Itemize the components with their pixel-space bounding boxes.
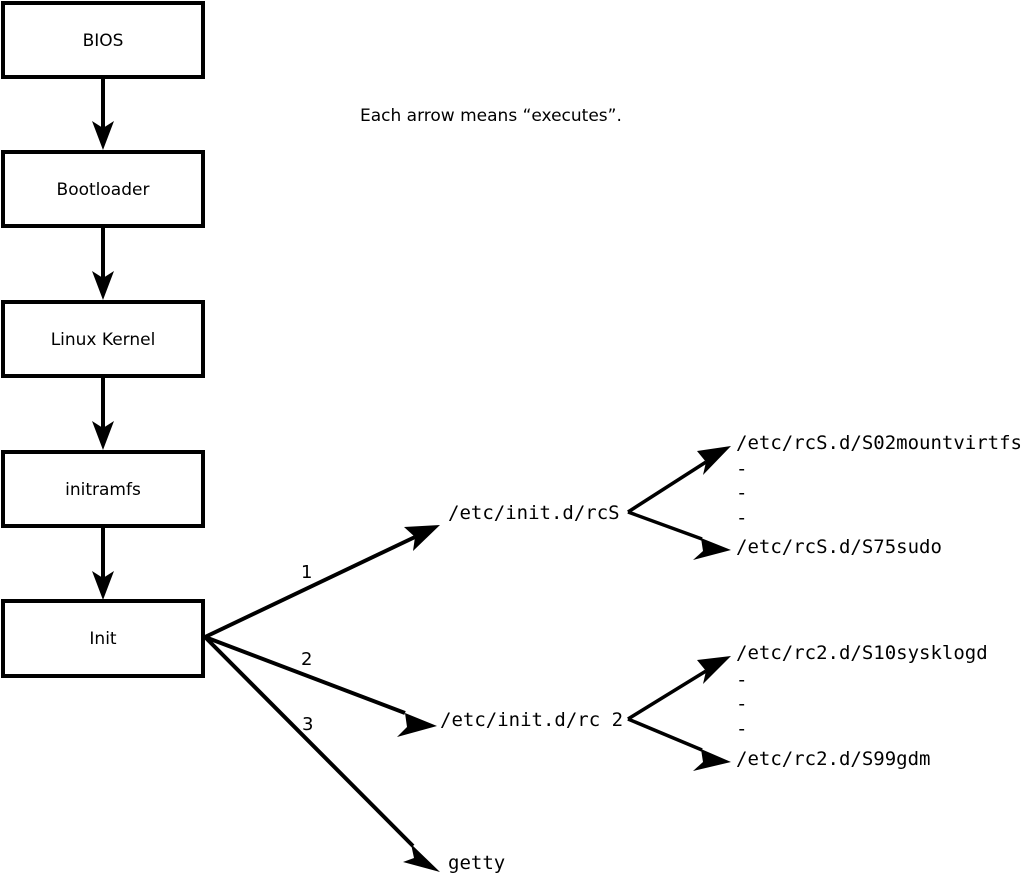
rc2-ellipsis-3: - bbox=[736, 718, 747, 740]
branch-target-getty: getty bbox=[448, 852, 505, 874]
initramfs-label: initramfs bbox=[65, 480, 141, 500]
rc2-ellipsis-1: - bbox=[736, 669, 747, 691]
arrow-kernel-to-initramfs bbox=[92, 376, 114, 450]
branch-number-3: 3 bbox=[302, 714, 313, 735]
linux-kernel-label: Linux Kernel bbox=[51, 330, 156, 350]
arrow-init-branch-2 bbox=[204, 635, 437, 737]
branch-number-1: 1 bbox=[301, 562, 312, 583]
rc2-ellipsis-2: - bbox=[736, 693, 747, 715]
node-init: Init bbox=[1, 599, 205, 678]
arrow-bootloader-to-kernel bbox=[92, 226, 114, 300]
caption: Each arrow means “executes”. bbox=[360, 106, 622, 126]
branch-target-rcs: /etc/init.d/rcS bbox=[448, 502, 620, 524]
rc2-script-last: /etc/rc2.d/S99gdm bbox=[736, 748, 930, 770]
rcs-ellipsis-3: - bbox=[736, 507, 747, 529]
arrow-init-branch-3 bbox=[203, 635, 440, 872]
node-bios: BIOS bbox=[1, 1, 205, 79]
rcs-script-first: /etc/rcS.d/S02mountvirtfs bbox=[736, 432, 1022, 454]
arrow-bios-to-bootloader bbox=[92, 77, 114, 150]
arrow-rc2-to-first-script bbox=[627, 656, 731, 721]
init-label: Init bbox=[89, 629, 117, 649]
rc2-script-first: /etc/rc2.d/S10sysklogd bbox=[736, 642, 988, 664]
bios-label: BIOS bbox=[83, 31, 124, 51]
branch-target-rc2: /etc/init.d/rc 2 bbox=[440, 709, 623, 731]
arrow-initramfs-to-init bbox=[92, 526, 114, 600]
arrow-rcs-to-first-script bbox=[627, 446, 731, 514]
node-initramfs: initramfs bbox=[1, 450, 205, 528]
arrow-init-branch-1 bbox=[204, 525, 440, 639]
rcs-ellipsis-1: - bbox=[736, 458, 747, 480]
initramfs-box bbox=[1, 450, 205, 528]
rcs-ellipsis-2: - bbox=[736, 482, 747, 504]
rcs-script-last: /etc/rcS.d/S75sudo bbox=[736, 536, 942, 558]
bios-box bbox=[1, 1, 205, 79]
arrow-rc2-to-last-script bbox=[627, 717, 731, 771]
node-bootloader: Bootloader bbox=[1, 150, 205, 228]
branch-number-2: 2 bbox=[301, 649, 312, 670]
bootloader-label: Bootloader bbox=[57, 180, 150, 200]
arrow-rcs-to-last-script bbox=[627, 510, 731, 560]
init-box bbox=[1, 599, 205, 678]
node-linux-kernel: Linux Kernel bbox=[1, 300, 205, 378]
